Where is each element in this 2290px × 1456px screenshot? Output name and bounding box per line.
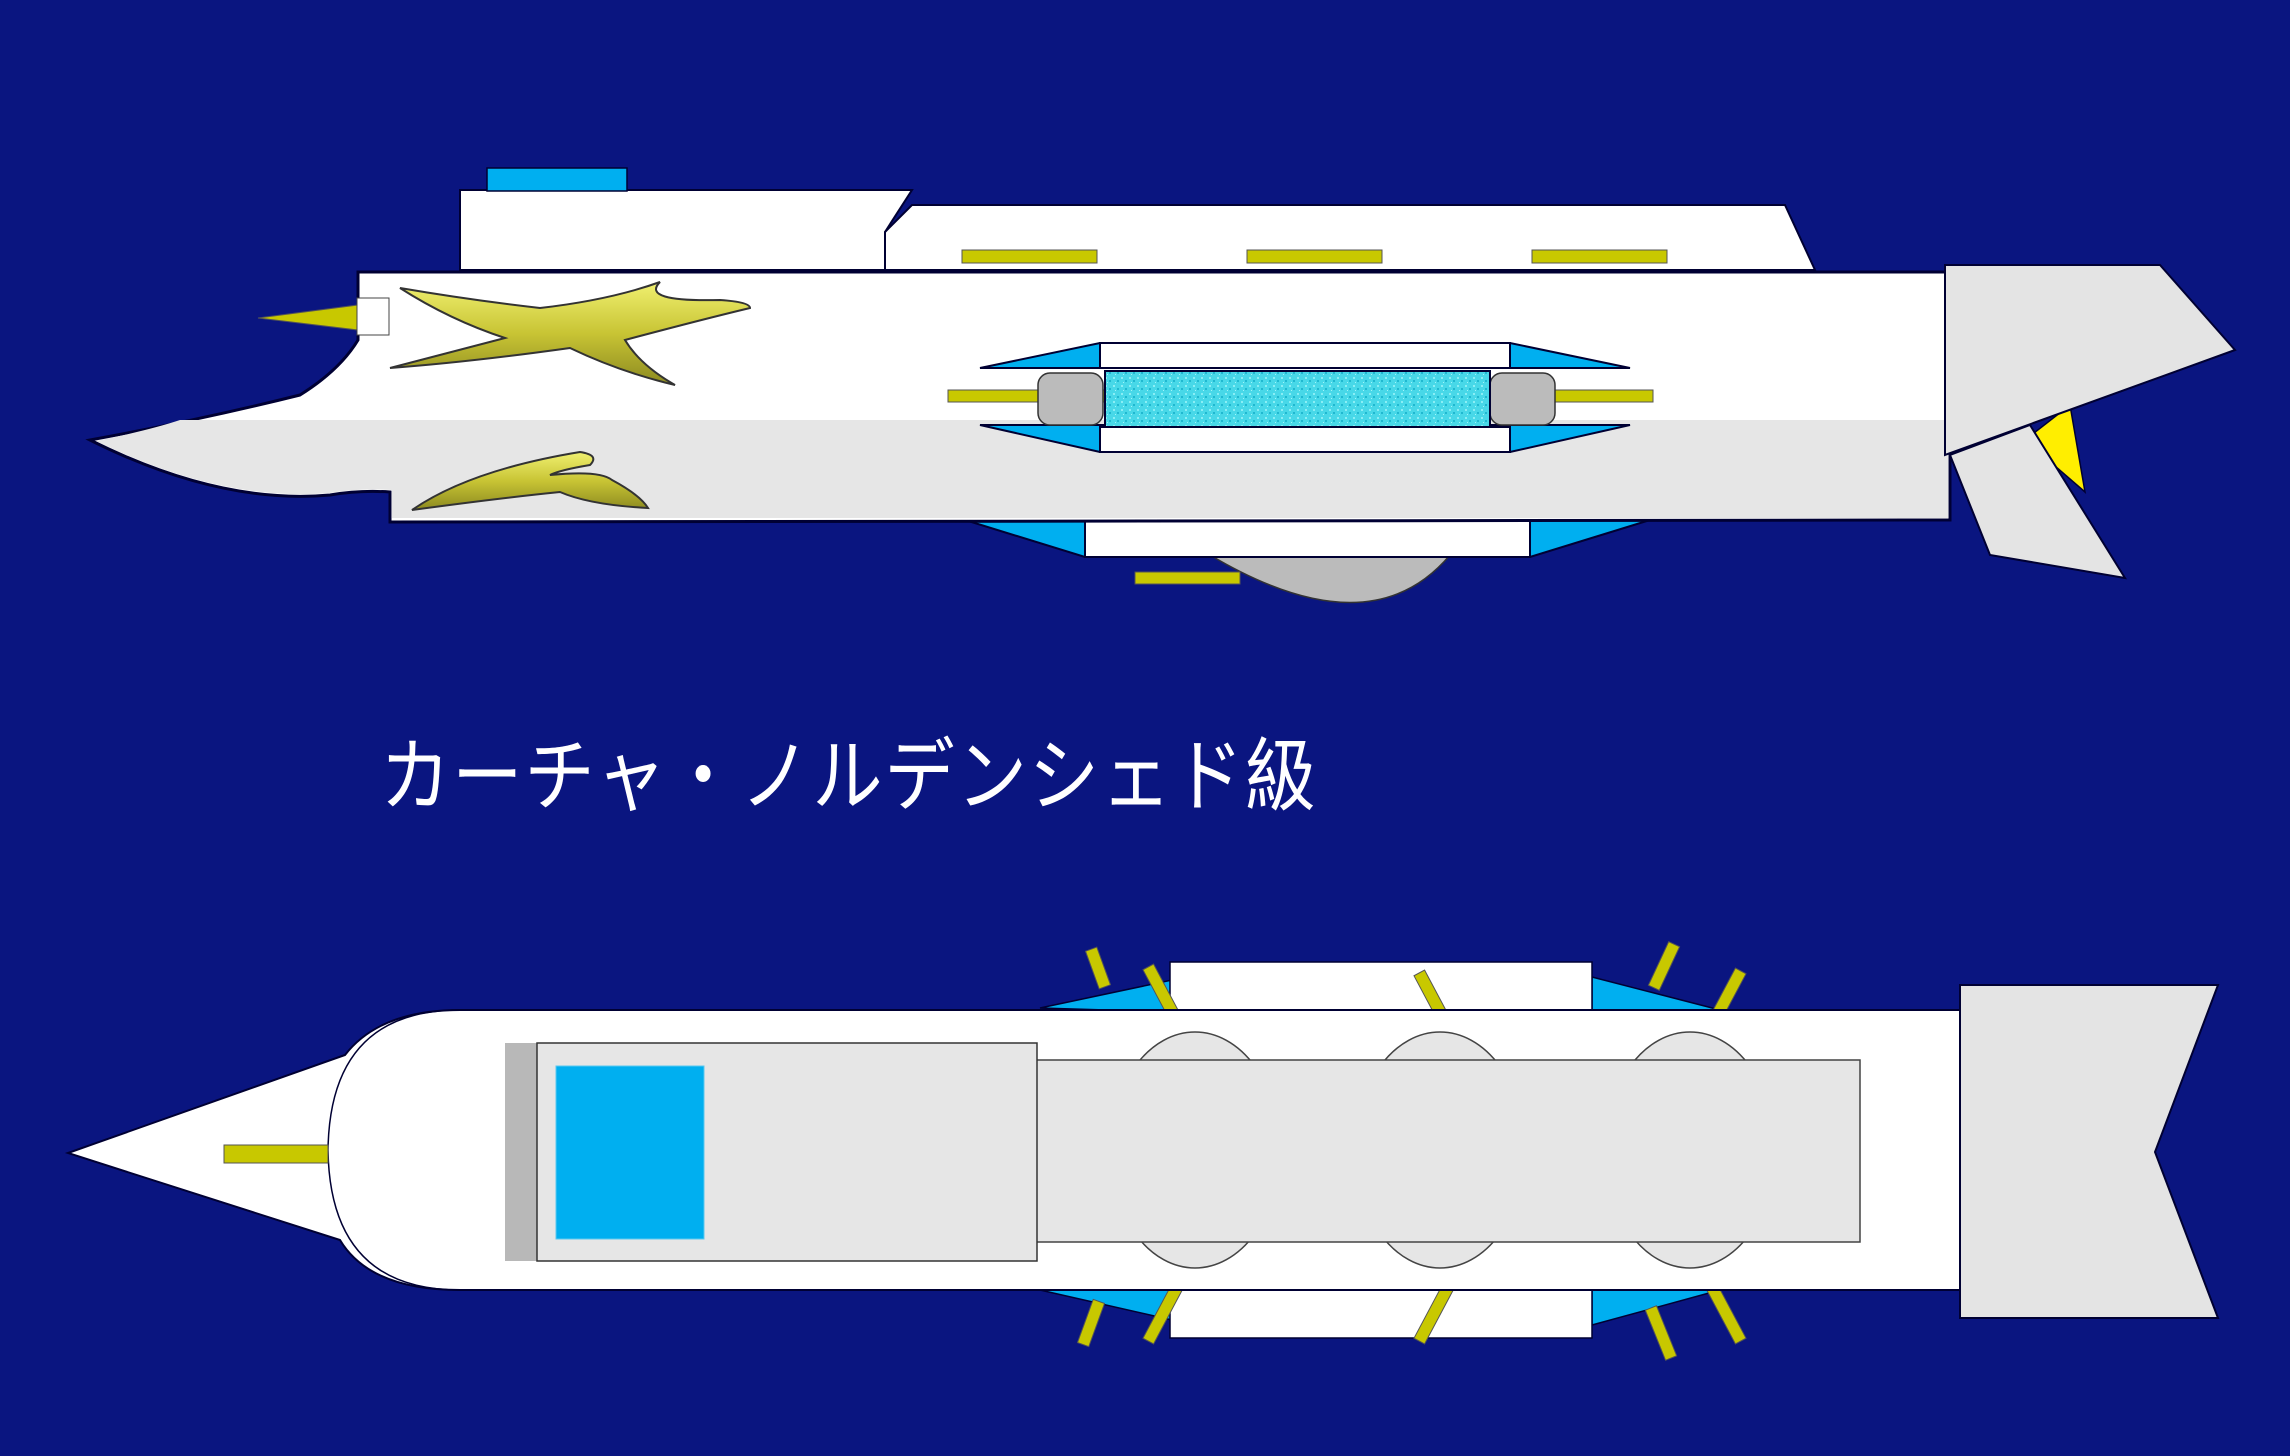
side-lower-turret-dome	[1207, 554, 1452, 604]
side-top-blue-block	[486, 167, 628, 192]
side-upper-gun-2	[1246, 249, 1383, 264]
ship-class-title: カーチャ・ノルデンシェド級	[380, 730, 1318, 823]
top-bridge-blue	[555, 1065, 705, 1240]
top-spine-panel	[1029, 1059, 1861, 1243]
side-view-ship	[85, 167, 2237, 604]
side-upper-gun-3	[1531, 249, 1668, 264]
side-superstructure	[459, 189, 914, 271]
top-nose-gun	[223, 1144, 329, 1164]
side-reactor-core	[1104, 370, 1491, 428]
top-tail-fin	[1959, 984, 2220, 1319]
side-reactor-assembly	[947, 342, 1654, 453]
side-lower-gun	[1134, 571, 1241, 585]
top-view-ship	[64, 941, 2220, 1361]
top-bridge-block	[505, 1042, 1038, 1262]
top-wing-plate-lower	[1169, 1289, 1593, 1339]
side-emblem-upper	[389, 281, 752, 386]
side-upper-gun-1	[961, 249, 1098, 264]
side-nose-port	[356, 297, 390, 336]
top-sponson-lower-left	[1039, 1289, 1173, 1321]
side-lower-sponson	[964, 519, 1651, 558]
side-emblem-lower	[411, 450, 650, 511]
side-nose-gun	[257, 304, 359, 331]
side-tail-fin-lower	[1948, 423, 2128, 580]
top-wing-plate-upper	[1169, 961, 1593, 1013]
side-tail-fin-upper	[1944, 264, 2237, 457]
